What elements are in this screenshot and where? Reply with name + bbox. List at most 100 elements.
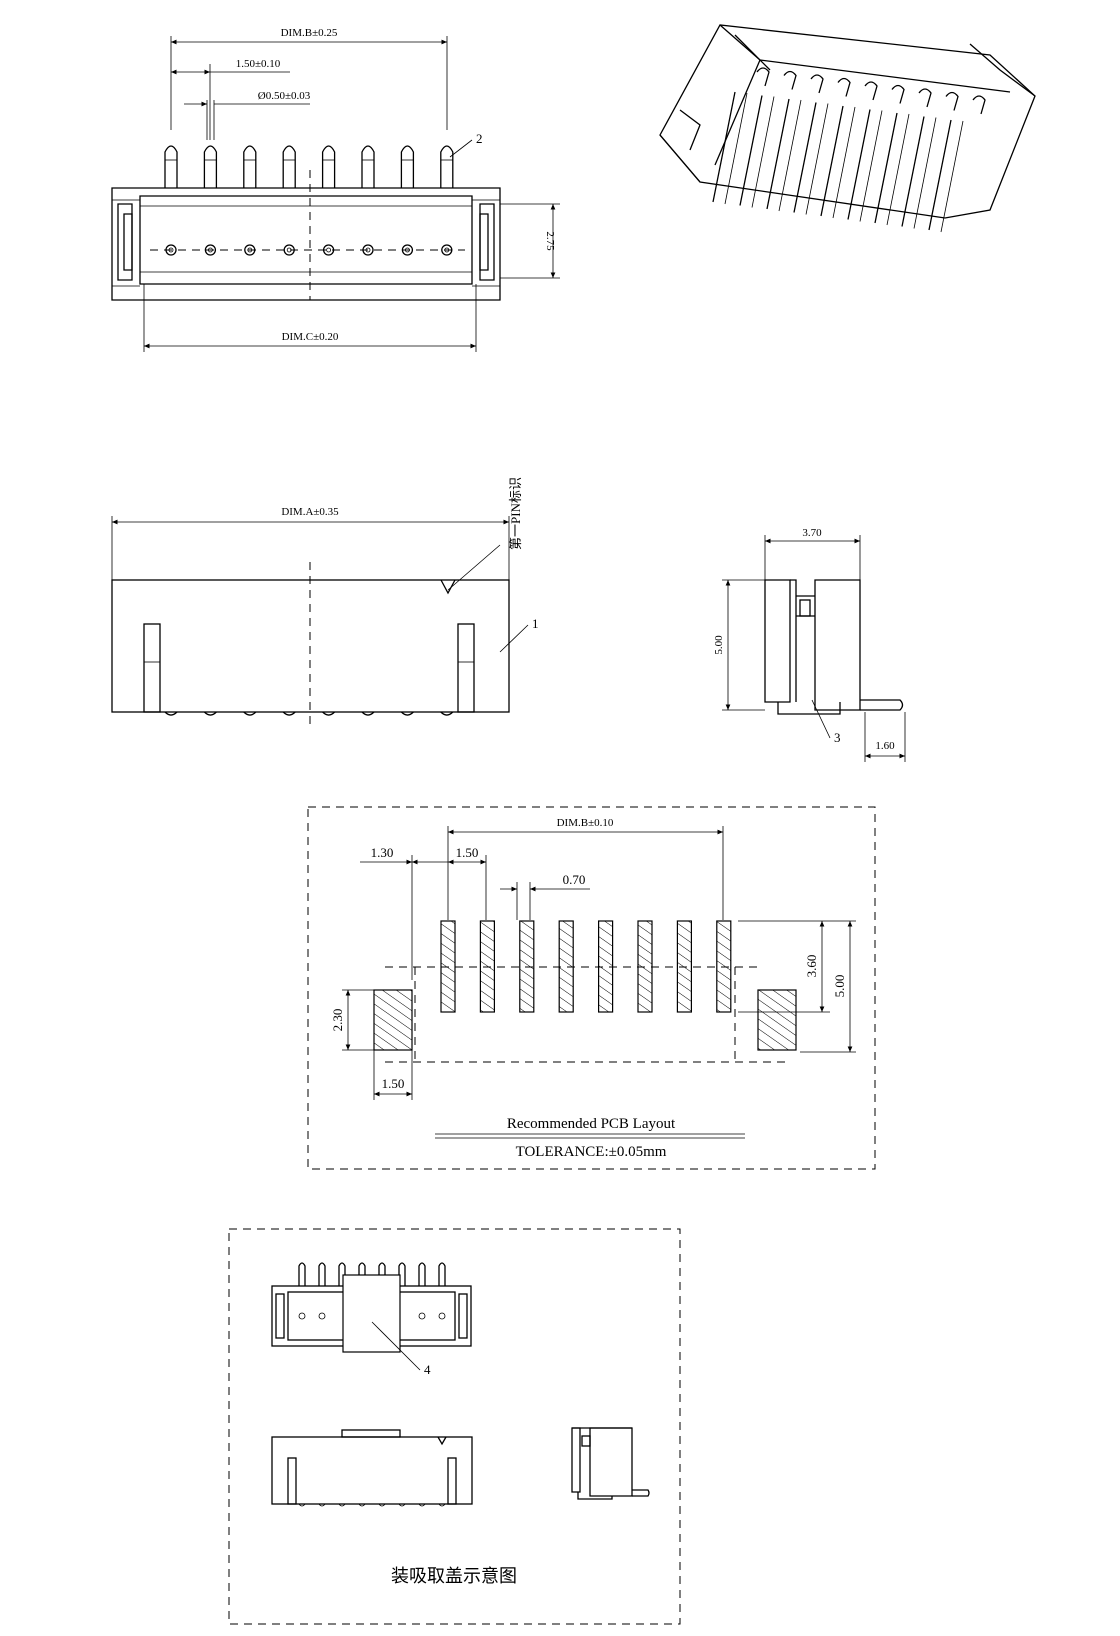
iso-pin [756,67,770,87]
cap-bump [418,1503,426,1507]
side-tail: 1.60 [875,740,895,752]
pcb-layout: DIM.B±0.10 1.30 1.50 0.70 3.60 5.00 2.30… [307,806,876,1170]
pcb-pad [676,920,693,1013]
iso-rib [766,98,790,210]
iso-pin [783,70,797,90]
side-height: 5.00 [713,635,725,655]
front-callout: 1 [532,616,539,631]
cap-pin [358,1262,366,1286]
cap-bump [298,1503,306,1507]
cap-pin [438,1262,446,1286]
cap-bumps [298,1503,446,1507]
cap-bump [398,1503,406,1507]
cap-pin-hole [318,1312,326,1320]
top-dim-b: DIM.B±0.25 [281,27,338,39]
cap-pin-hole [438,1312,446,1320]
iso-pin [837,77,851,97]
iso-pin [972,95,986,115]
front-pin1-label: 第一PIN标识 [508,477,523,550]
top-height: 2.75 [544,231,556,251]
top-pin [361,145,375,188]
front-bump [322,711,336,716]
pcb-total: 5.00 [832,975,847,998]
iso-rib [874,112,898,224]
cap-bump [378,1503,386,1507]
pcb-dim-b: DIM.B±0.10 [557,817,614,829]
cap-pin [318,1262,326,1286]
front-view: DIM.A±0.35 第一PIN标识 1 [111,477,539,725]
iso-pin [891,84,905,104]
cap-bump [318,1503,326,1507]
pcb-tab-height: 2.30 [330,1009,345,1032]
iso-rib [901,116,925,227]
iso-rib [739,95,763,206]
iso-rib-edge [778,99,802,212]
iso-rib-edge [940,120,964,233]
cap-bump [438,1503,446,1507]
cap-pin [398,1262,406,1286]
front-bump [400,711,414,716]
cap-pin [338,1262,346,1286]
pcb-pad [637,920,653,1013]
pcb-tab-width: 1.50 [382,1076,405,1091]
suction-cap [342,1274,401,1353]
iso-rib-edge [805,103,829,215]
iso-rib [712,91,736,203]
top-pin [164,145,178,188]
iso-rib-edge [832,106,856,219]
cap-bump [358,1503,366,1507]
iso-view [659,24,1036,233]
top-callout: 2 [476,131,483,146]
top-pin [440,145,454,188]
pcb-pad [440,920,456,1013]
iso-pin [864,81,878,101]
pcb-pad-length: 3.60 [804,955,819,978]
iso-rib-edge [724,92,748,205]
front-bump [203,711,217,716]
front-bumps [164,711,454,716]
top-pin [203,145,218,188]
front-bump [164,711,178,716]
pcb-pad [479,920,495,1013]
front-dim-a: DIM.A±0.35 [281,506,339,518]
top-dim-c: DIM.C±0.20 [282,331,339,343]
pcb-pad [597,920,614,1013]
top-pin [400,145,415,188]
pcb-pad [716,920,732,1013]
cap-bump [338,1503,346,1507]
front-bump [361,711,375,716]
iso-rib [820,105,844,217]
pcb-pitch: 1.50 [456,845,479,860]
iso-rib [793,102,817,213]
cap-pin-hole [418,1312,426,1320]
pcb-edge: 1.30 [371,845,394,860]
iso-rib-edge [751,96,775,208]
iso-rib [928,119,952,231]
iso-pin [918,88,932,108]
cap-pins [298,1262,446,1320]
side-callout: 3 [834,730,841,745]
top-pin [282,145,296,188]
cap-view: 4 装吸取盖示意图 [228,1228,681,1625]
iso-rib-edge [886,113,910,226]
top-pin [321,145,336,188]
front-bump [282,711,296,716]
top-pin-diameter: Ø0.50±0.03 [258,90,311,102]
pcb-tolerance: TOLERANCE:±0.05mm [516,1144,667,1160]
pcb-title: Recommended PCB Layout [507,1116,676,1132]
pcb-pad [519,920,535,1013]
iso-pin [945,91,959,111]
iso-rib [847,109,871,220]
front-bump [243,711,257,716]
iso-ribs [712,67,986,233]
cap-callout: 4 [424,1362,431,1377]
top-pin [243,145,257,188]
top-pin-hole [204,244,217,256]
side-width: 3.70 [802,527,822,539]
pcb-pad-width: 0.70 [563,872,586,887]
pcb-pad [558,920,574,1013]
iso-pin [810,74,824,94]
cap-pin [298,1262,306,1286]
cap-pin-hole [298,1312,306,1320]
